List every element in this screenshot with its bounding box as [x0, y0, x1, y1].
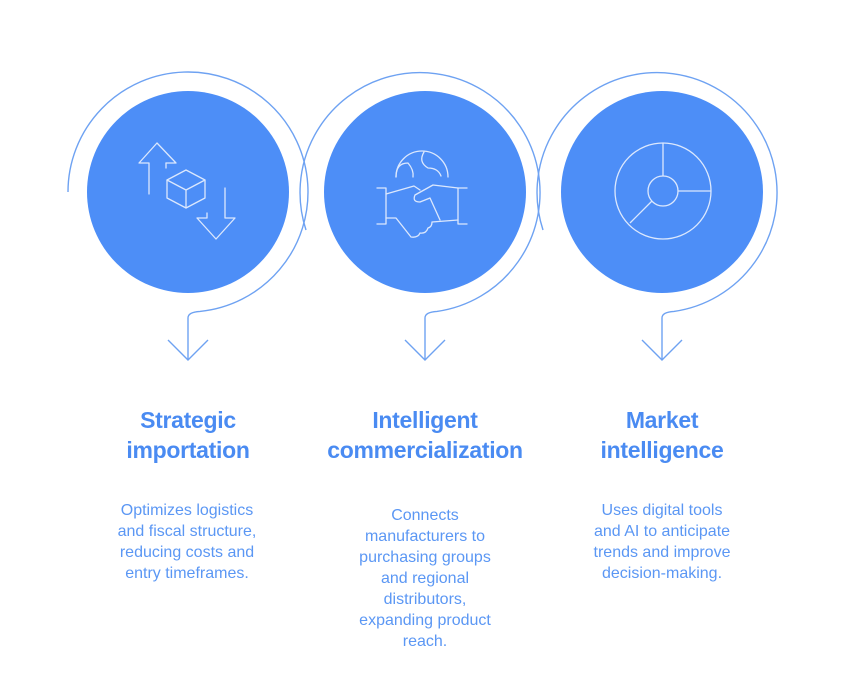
step-2-title-line1: Intelligent	[372, 407, 478, 433]
desc-line: reducing costs and	[119, 544, 255, 561]
step-1-title-line2: importation	[126, 437, 250, 463]
desc-line: manufacturers to	[364, 528, 486, 545]
step-2-description: Connects manufacturers to purchasing gro…	[325, 505, 525, 652]
desc-line: Uses digital tools	[601, 502, 723, 519]
desc-line: and AI to anticipate	[593, 523, 731, 540]
desc-line: distributors,	[383, 591, 467, 608]
step-2-title: Intelligent commercialization	[305, 405, 545, 465]
desc-line: reach.	[402, 633, 448, 650]
box-import-export-icon	[138, 142, 236, 240]
step-1-description: Optimizes logistics and fiscal structure…	[87, 500, 287, 584]
step-1-title: Strategic importation	[68, 405, 308, 465]
step-1-outline-arc	[67, 71, 309, 360]
desc-line: Optimizes logistics	[120, 502, 254, 519]
step-2-outline-arc	[299, 71, 541, 360]
desc-line: entry timeframes.	[125, 565, 249, 582]
desc-line: and regional	[380, 570, 470, 587]
desc-line: trends and improve	[593, 544, 731, 561]
step-3-outline-arc	[536, 71, 778, 360]
desc-line: and fiscal structure,	[117, 523, 257, 540]
step-2-arrowhead	[404, 339, 446, 361]
step-3-description: Uses digital tools and AI to anticipate …	[562, 500, 762, 584]
step-3-arrowhead	[641, 339, 683, 361]
desc-line: Connects	[391, 507, 459, 524]
step-2-title-line2: commercialization	[327, 437, 523, 463]
step-1-title-line1: Strategic	[140, 407, 236, 433]
step-3-circle	[561, 91, 763, 293]
step-3-title-line1: Market	[625, 407, 699, 433]
step-3-title: Market intelligence	[542, 405, 782, 465]
desc-line: decision-making.	[601, 565, 723, 582]
step-3-title-line2: intelligence	[600, 437, 724, 463]
step-2-circle	[324, 91, 526, 293]
globe-handshake-icon	[376, 150, 468, 238]
desc-line: purchasing groups	[359, 549, 491, 566]
donut-chart-icon	[614, 142, 712, 240]
step-1-circle	[87, 91, 289, 293]
step-1-arrowhead	[167, 339, 209, 361]
desc-line: expanding product	[359, 612, 491, 629]
